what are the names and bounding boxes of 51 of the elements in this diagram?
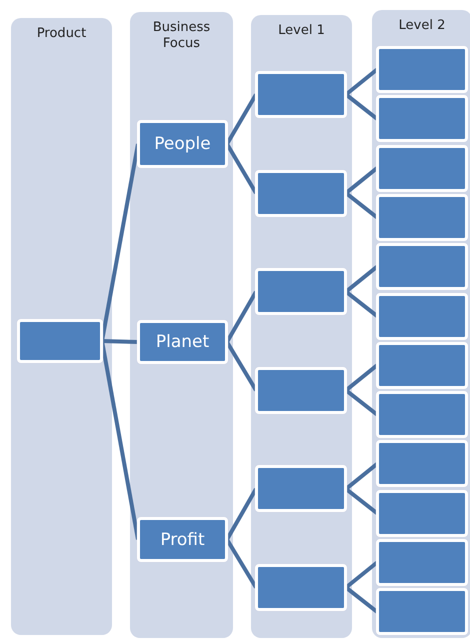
connector-line <box>344 462 378 490</box>
connector-line <box>344 166 378 195</box>
blank-box <box>376 144 468 192</box>
column-band <box>251 15 352 638</box>
blank-box <box>255 268 347 316</box>
connector-line <box>344 560 378 590</box>
blank-box <box>255 564 347 611</box>
blank-box <box>376 243 468 290</box>
connector-line <box>344 364 378 392</box>
connector-line <box>344 68 378 96</box>
category-node: People <box>137 120 228 168</box>
connector-line <box>102 339 138 344</box>
connector-line <box>344 192 378 219</box>
connector-line <box>100 340 140 540</box>
blank-box <box>376 391 468 438</box>
blank-box <box>376 539 468 586</box>
connector-line <box>225 538 258 589</box>
column-band <box>372 10 470 638</box>
blank-box <box>376 490 468 537</box>
blank-box <box>376 194 468 241</box>
category-node: Profit <box>137 517 228 562</box>
blank-box <box>376 342 468 389</box>
connector-line <box>225 290 258 343</box>
blank-box <box>255 465 347 512</box>
connector-line <box>344 290 378 318</box>
blank-box <box>376 440 468 488</box>
connector-line <box>344 586 378 614</box>
column-heading: Level 1 <box>277 23 326 39</box>
blank-box <box>255 366 347 414</box>
blank-box <box>255 71 347 118</box>
blank-box <box>376 588 468 636</box>
connector-line <box>225 93 258 146</box>
connector-line <box>344 265 378 294</box>
blank-box <box>376 95 468 142</box>
blank-box <box>17 319 103 363</box>
blank-box <box>376 292 468 340</box>
connector-line <box>225 340 258 392</box>
category-node: Planet <box>137 320 228 364</box>
connector-line <box>225 488 258 540</box>
blank-box <box>255 170 347 217</box>
column-heading: Business Focus <box>152 20 212 52</box>
connector-line <box>225 142 258 194</box>
connector-line <box>344 92 378 120</box>
connector-line <box>344 388 378 416</box>
column-band <box>130 12 233 638</box>
connector-line <box>344 487 378 515</box>
column-heading: Level 2 <box>398 18 446 34</box>
column-heading: Product <box>36 26 88 42</box>
blank-box <box>376 46 468 93</box>
column-band <box>11 18 112 635</box>
connector-line <box>100 144 140 342</box>
